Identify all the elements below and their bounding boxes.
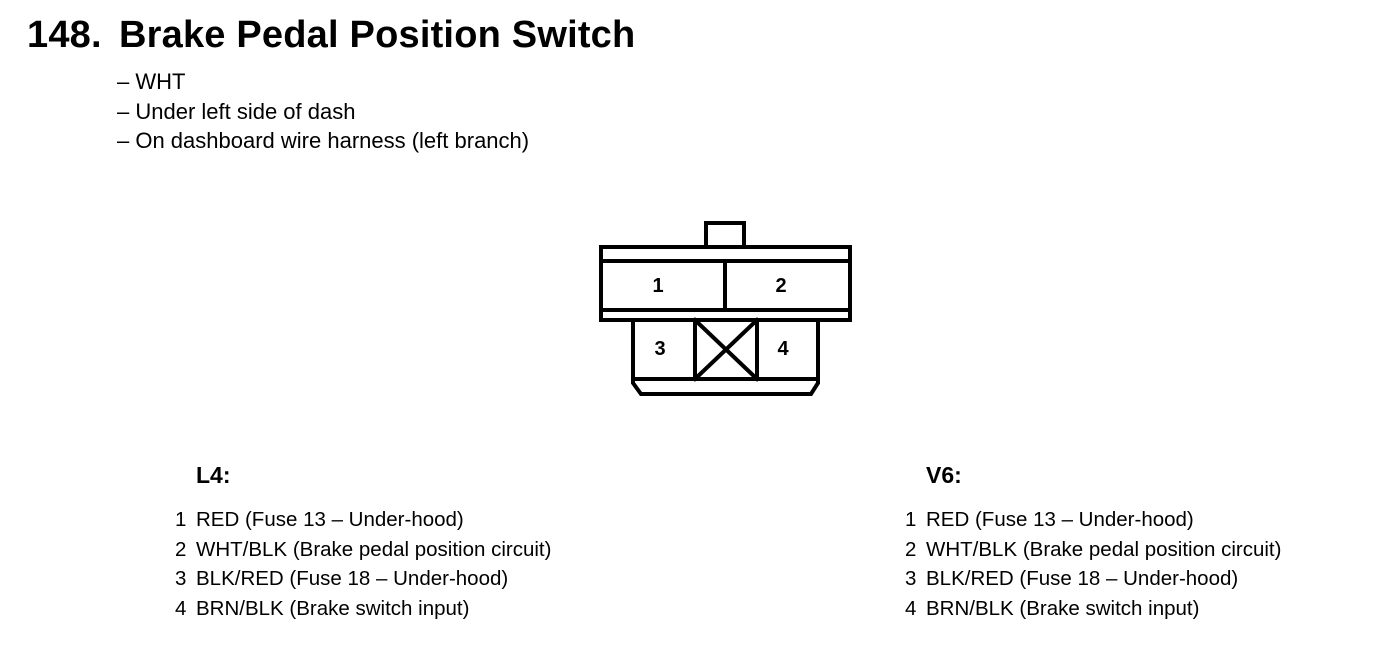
- note-location: – Under left side of dash: [117, 98, 356, 124]
- pin-number: 4: [905, 596, 917, 620]
- wire-description: WHT/BLK (Brake pedal position circuit): [926, 537, 1282, 561]
- wiring-heading: L4:: [196, 462, 231, 488]
- wire-description: BLK/RED (Fuse 18 – Under-hood): [926, 567, 1239, 590]
- wiring-list-l4: L4: 1 RED (Fuse 13 – Under-hood) 2 WHT/BLK…: [175, 462, 551, 623]
- wiring-row: 4 BRN/BLK (Brake switch input): [175, 594, 551, 624]
- pin-number: 2: [905, 537, 917, 561]
- wire-description: BRN/BLK (Brake switch input): [926, 596, 1200, 620]
- wiring-heading: V6:: [926, 462, 962, 488]
- pin-label-2: 2: [775, 275, 786, 297]
- title-text: Brake Pedal Position Switch: [119, 14, 636, 56]
- pin-label-4: 4: [777, 338, 789, 360]
- wiring-list-v6: V6: 1 RED (Fuse 13 – Under-hood) 2 WHT/BLK…: [905, 462, 1281, 623]
- connector-lower-housing: [631, 318, 820, 396]
- pin-number: 1: [905, 508, 917, 531]
- page-title: 148. Brake Pedal Position Switch: [27, 14, 635, 57]
- pin-label-3: 3: [654, 338, 665, 360]
- wire-description: BLK/RED (Fuse 18 – Under-hood): [196, 567, 509, 590]
- pin-number: 2: [175, 537, 187, 561]
- connector-notes: – WHT – Under left side of dash – On das…: [117, 67, 529, 156]
- wire-description: RED (Fuse 13 – Under-hood): [926, 508, 1194, 531]
- connector-upper-housing: [599, 245, 852, 322]
- pin-number: 3: [175, 567, 187, 590]
- item-number: 148.: [27, 14, 102, 56]
- wiring-row: 3 BLK/RED (Fuse 18 – Under-hood): [175, 564, 551, 594]
- connector-diagram: 1 2 3 4: [599, 221, 852, 396]
- wiring-row: 4 BRN/BLK (Brake switch input): [905, 594, 1281, 624]
- wiring-row: 1 RED (Fuse 13 – Under-hood): [905, 505, 1281, 535]
- note-harness: – On dashboard wire harness (left branch…: [117, 128, 530, 153]
- wiring-row: 3 BLK/RED (Fuse 18 – Under-hood): [905, 564, 1281, 594]
- wiring-row: 2 WHT/BLK (Brake pedal position circuit): [905, 535, 1281, 565]
- wiring-row: 2 WHT/BLK (Brake pedal position circuit): [175, 535, 551, 565]
- pin-number: 1: [175, 508, 187, 531]
- wiring-row: 1 RED (Fuse 13 – Under-hood): [175, 505, 551, 535]
- wire-description: WHT/BLK (Brake pedal position circuit): [196, 537, 552, 561]
- note-color: – WHT: [117, 69, 186, 94]
- pin-number: 4: [175, 596, 187, 620]
- connector-lock-tab: [704, 221, 746, 249]
- wire-description: RED (Fuse 13 – Under-hood): [196, 508, 464, 531]
- pin-label-1: 1: [652, 275, 663, 297]
- wire-description: BRN/BLK (Brake switch input): [196, 596, 470, 620]
- pin-number: 3: [905, 567, 917, 590]
